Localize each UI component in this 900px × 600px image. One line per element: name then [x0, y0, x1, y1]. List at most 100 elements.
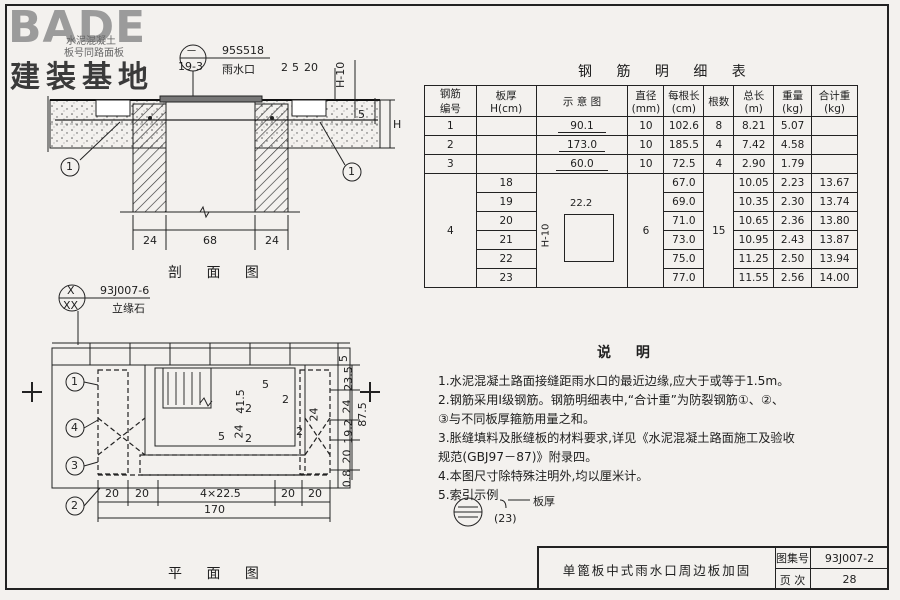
note-item: 4.本图尺寸除特殊注明外,均以厘米计。: [438, 469, 649, 483]
section-dim-20: 20: [304, 61, 318, 74]
row2-no: 2: [424, 135, 477, 155]
row4-sum-2: 13.74: [811, 192, 858, 212]
row2-count: 4: [703, 135, 735, 155]
row1-shape: 90.1: [535, 116, 629, 136]
row3-sum: [811, 154, 858, 174]
section-title: 剖 面 图: [168, 265, 269, 281]
section-callout-1-left: 1: [66, 160, 73, 173]
notes-title: 说 明: [597, 345, 660, 361]
plan-drawing: [22, 284, 380, 522]
plan-dim-right-23-5: 23.5: [341, 366, 355, 391]
row4-sum-6: 14.00: [811, 268, 858, 288]
row2-shape: 173.0: [535, 135, 629, 155]
table-row: 4 18 22.2 H-10 6 67.0 15 10.05 2.23 13.6…: [424, 173, 858, 288]
header-thickness: 板厚 H(cm): [475, 85, 537, 117]
plan-dim-inner-2d: 2: [245, 432, 252, 445]
note-item: 2.钢筋采用Ⅰ级钢筋。钢筋明细表中,“合计重”为防裂钢筋①、②、: [438, 393, 785, 407]
note-item: ③与不同板厚箍筋用量之和。: [438, 412, 596, 426]
plan-dim-right-0-8: 0.8: [340, 469, 354, 488]
row1-shape-value: 90.1: [558, 120, 606, 133]
row1-dia: 10: [627, 116, 665, 136]
row1-count: 8: [703, 116, 735, 136]
row4-h-23: 23: [475, 268, 537, 288]
plan-dim-inner-2a: 2: [245, 402, 252, 415]
row4-weight-1: 2.23: [773, 173, 813, 193]
section-dim-24-left: 24: [143, 234, 157, 247]
plan-dim-20c: 20: [281, 487, 295, 500]
row4-weight-3: 2.36: [773, 211, 813, 231]
note-item: 5.索引示例: [438, 488, 499, 502]
rebar-table-title: 钢 筋 明 细 表: [578, 64, 756, 80]
plan-ref-bottom: XX: [63, 299, 79, 312]
row1-sum: [811, 116, 858, 136]
plan-dim-inner-5a: 5: [262, 378, 269, 391]
header-sum-weight: 合计重 (kg): [811, 85, 858, 117]
row1-h: [475, 116, 537, 136]
plan-dim-20a: 20: [105, 487, 119, 500]
section-ref-top: 一: [187, 47, 197, 57]
row4-dia: 6: [627, 173, 665, 288]
table-row: 23 77.0 11.55 2.56 14.00: [425, 268, 858, 288]
plan-dim-inner-2b: 2: [282, 393, 289, 406]
drawing-name: 单篦板中式雨水口周边板加固: [539, 548, 776, 590]
row4-h-22: 22: [475, 249, 537, 269]
header-weight: 重量 (kg): [773, 85, 813, 117]
row3-len: 72.5: [663, 154, 705, 174]
plan-callout-4: 4: [71, 421, 78, 434]
logo-brand-text: BADE: [8, 2, 147, 53]
row4-total-4: 10.95: [733, 230, 775, 250]
title-block: 单篦板中式雨水口周边板加固 图集号 93J007-2 页 次 28: [537, 546, 889, 590]
header-total-length: 总长 (m): [733, 85, 775, 117]
table-row: 19 69.0 10.35 2.30 13.74: [425, 192, 858, 212]
row3-no: 3: [424, 154, 477, 174]
plan-ref-code: 93J007-6: [100, 284, 150, 297]
plan-dim-right-20: 20: [340, 449, 354, 464]
row4-sum-1: 13.67: [811, 173, 858, 193]
row4-total-3: 10.65: [733, 211, 775, 231]
row4-len-6: 77.0: [663, 268, 705, 288]
plan-dim-inner-24a: 24: [232, 424, 246, 439]
row2-weight: 4.58: [773, 135, 813, 155]
section-dim-68: 68: [203, 234, 217, 247]
page-label: 页 次: [775, 569, 811, 590]
table-row: 3 60.0 10 72.5 4 2.90 1.79: [424, 154, 858, 174]
row4-h-18: 18: [475, 173, 537, 193]
row4-weight-4: 2.43: [773, 230, 813, 250]
section-dim-5: 5: [292, 61, 299, 74]
row2-dia: 10: [627, 135, 665, 155]
row4-h-21: 21: [475, 230, 537, 250]
rebar-table: 钢筋 编号 板厚 H(cm) 示 意 图 直径 (mm) 每根长 (cm) 根数…: [424, 85, 858, 288]
plan-dim-total: 170: [204, 503, 225, 516]
index-example-value: (23): [494, 512, 517, 525]
row4-sum-5: 13.94: [811, 249, 858, 269]
row4-shape: 22.2 H-10: [535, 173, 629, 288]
row4-h-20: 20: [475, 211, 537, 231]
notes-list: 1.水泥混凝土路面接缝距雨水口的最近边缘,应大于或等于1.5m。 2.钢筋采用Ⅰ…: [438, 372, 878, 505]
note-item: 3.胀缝填料及胀缝板的材料要求,详见《水泥混凝土路面施工及验收: [438, 431, 795, 445]
header-rebar-no: 钢筋 编号: [424, 85, 477, 117]
atlas-value: 93J007-2: [811, 548, 889, 569]
row2-sum: [811, 135, 858, 155]
row4-h-19: 19: [475, 192, 537, 212]
left-wall: [132, 103, 167, 213]
row4-len-2: 69.0: [663, 192, 705, 212]
row3-count: 4: [703, 154, 735, 174]
row3-dia: 10: [627, 154, 665, 174]
plan-dim-right-19-2: 19.2: [341, 419, 355, 444]
row1-total: 8.21: [733, 116, 775, 136]
header-sketch: 示 意 图: [535, 85, 629, 117]
row3-h: [475, 154, 537, 174]
plan-ref-top: X: [67, 284, 75, 297]
header-diameter: 直径 (mm): [627, 85, 665, 117]
row2-len: 185.5: [663, 135, 705, 155]
table-row: 20 71.0 10.65 2.36 13.80: [425, 211, 858, 231]
plan-dim-inner-5b: 5: [218, 430, 225, 443]
header-count: 根数: [703, 85, 735, 117]
plan-dim-4x22-5: 4×22.5: [200, 487, 241, 500]
section-dim-h-minus-10: H-10: [334, 61, 347, 88]
section-ref-bottom: 19-3: [178, 60, 203, 73]
plan-callout-2: 2: [71, 499, 78, 512]
row4-sum-3: 13.80: [811, 211, 858, 231]
plan-dim-inner-24b: 24: [307, 407, 321, 422]
